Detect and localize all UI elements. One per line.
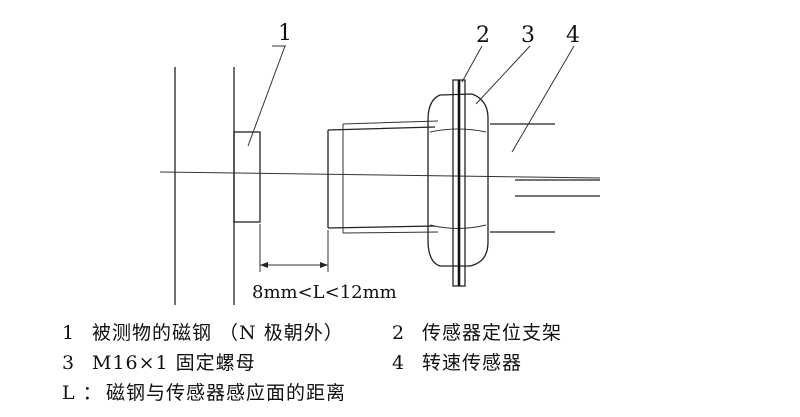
center-line <box>159 171 601 179</box>
dim-arrow-right <box>320 262 328 268</box>
sensor-body-outline <box>327 126 436 229</box>
dim-arrow-left <box>260 262 268 268</box>
magnet <box>233 131 261 223</box>
leader-1 <box>247 45 286 147</box>
leader-2 <box>461 45 483 83</box>
sensor-body-right <box>490 123 555 233</box>
sensor-installation-drawing: 1 2 3 4 8mm<L<12mm <box>159 21 601 305</box>
fixing-nut <box>427 93 489 267</box>
dimension-text: 8mm<L<12mm <box>252 282 397 303</box>
thread-line-2 <box>342 120 439 234</box>
callout-1: 1 <box>278 21 292 46</box>
callout-3: 3 <box>521 23 535 48</box>
callout-2: 2 <box>476 23 490 48</box>
sensor-tail <box>515 179 600 197</box>
legend-item-L: L ：磁钢与传感器感应面的距离 <box>62 382 347 404</box>
leader-3 <box>475 45 531 105</box>
callout-4: 4 <box>566 23 580 48</box>
leader-4 <box>511 45 575 153</box>
